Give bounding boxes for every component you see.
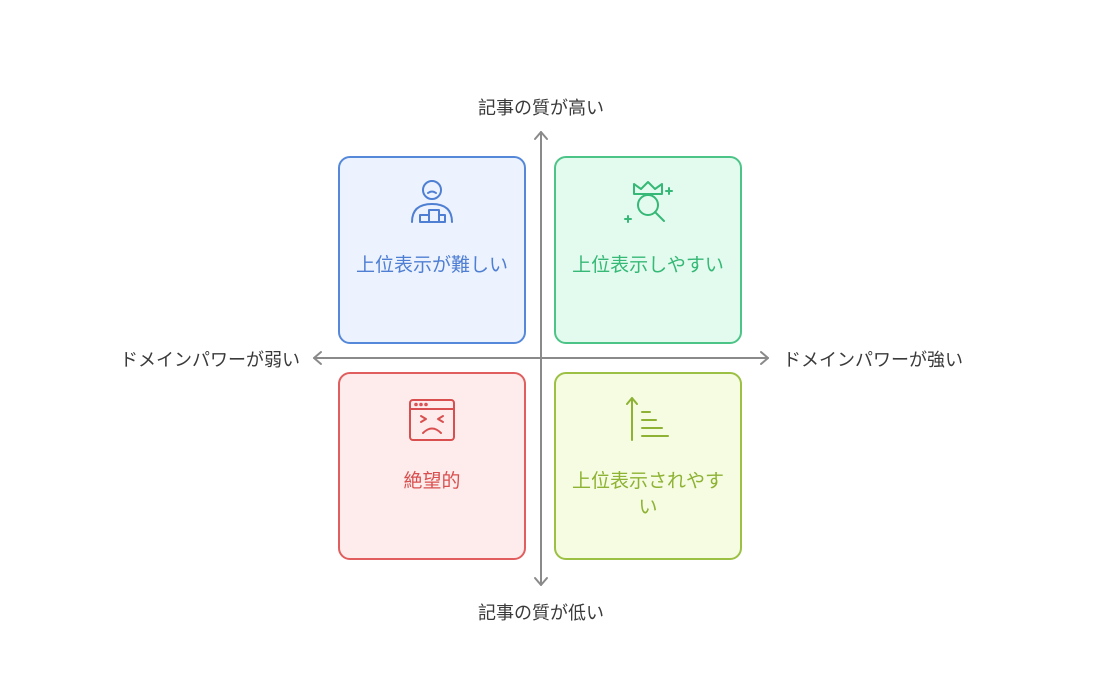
arrow-down — [534, 577, 548, 586]
quadrant-top-right-label: 上位表示しやすい — [572, 254, 724, 276]
quadrant-top-right: 上位表示しやすい — [554, 156, 742, 344]
angry-window-icon — [409, 399, 455, 441]
crown-search-icon — [624, 181, 673, 223]
quadrant-top-left-label: 上位表示が難しい — [355, 254, 508, 276]
arrow-up — [534, 131, 548, 140]
axis-label-right: ドメインパワーが強い — [783, 350, 963, 371]
quadrant-bottom-right-label: 上位表示されやすい — [571, 470, 724, 518]
axis-label-top: 記事の質が高い — [478, 98, 604, 119]
sort-up-icon — [626, 397, 669, 441]
quadrant-top-left: 上位表示が難しい — [338, 156, 526, 344]
quadrant-bottom-right: 上位表示されやすい — [554, 372, 742, 560]
axis-label-left: ドメインパワーが弱い — [120, 350, 300, 371]
quadrant-bottom-left: 絶望的 — [338, 372, 526, 560]
arrow-right — [760, 351, 769, 365]
axis-label-bottom: 記事の質が低い — [478, 603, 604, 624]
quadrant-bottom-left-label: 絶望的 — [403, 470, 461, 492]
arrow-left — [313, 351, 322, 365]
person-struggling-icon — [411, 180, 453, 223]
